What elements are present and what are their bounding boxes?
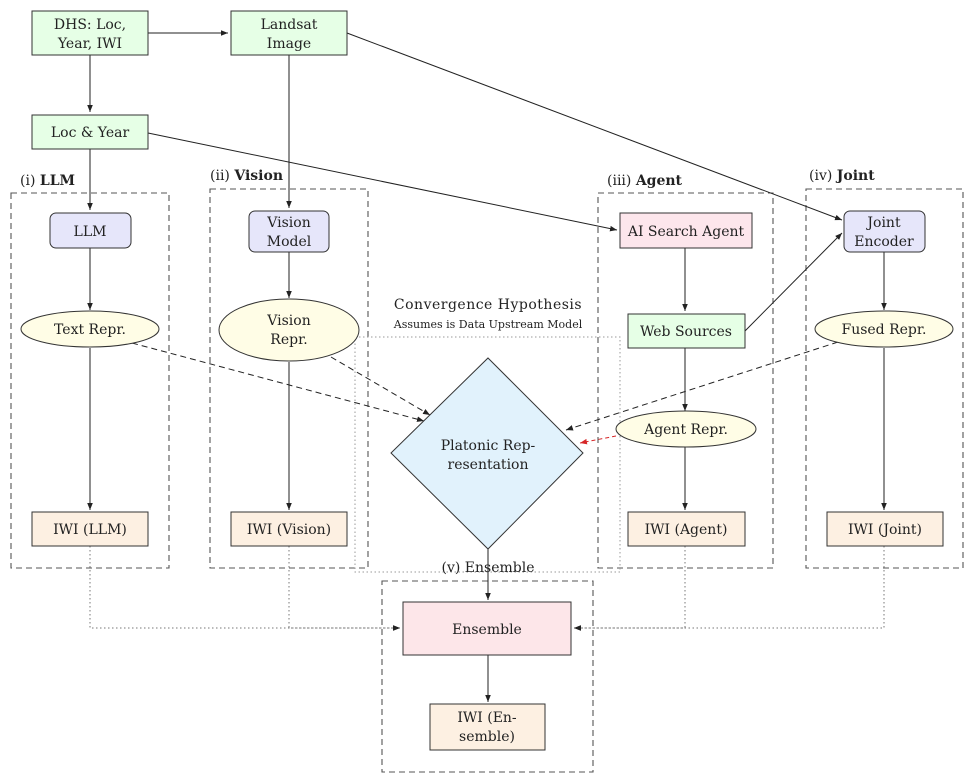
edge-landsat-joint [346, 32, 843, 221]
node-platonic-representation: Platonic Rep-resentation [390, 357, 584, 550]
node-loc-year: Loc & Year [31, 114, 149, 150]
group-agent-title: (iii) Agent [607, 173, 683, 189]
svg-text:IWI (LLM): IWI (LLM) [53, 522, 127, 538]
edge-iwillm-ensemble [89, 546, 400, 631]
group-ensemble-title: (v) Ensemble [441, 560, 534, 576]
edge-vrepr-platonic [330, 356, 431, 416]
svg-text:Agent Repr.: Agent Repr. [643, 422, 728, 438]
svg-text:Loc & Year: Loc & Year [51, 125, 130, 141]
hypothesis-subtitle: Assumes is Data Upstream Model [393, 318, 583, 331]
group-llm-box [10, 192, 170, 569]
svg-text:Ensemble: Ensemble [452, 622, 522, 638]
node-iwi-llm: IWI (LLM) [31, 511, 149, 547]
edge-iwijoint-ensemble [574, 546, 885, 631]
node-iwi-vision: IWI (Vision) [230, 511, 348, 547]
group-agent-box [597, 192, 774, 569]
svg-text:DHS: Loc,Year, IWI: DHS: Loc,Year, IWI [54, 17, 126, 52]
edge-iwiagent-ensemble [574, 546, 686, 631]
svg-text:LLM: LLM [74, 224, 107, 240]
edge-iwivision-ensemble [288, 546, 400, 631]
edges [87, 30, 887, 702]
edge-text-platonic [131, 342, 425, 422]
node-iwi-ensemble: IWI (En-semble) [429, 703, 546, 751]
edge-fused-platonic [565, 341, 839, 431]
svg-text:IWI (Agent): IWI (Agent) [645, 522, 728, 538]
node-web-sources: Web Sources [627, 313, 746, 349]
group-joint-box [805, 188, 964, 569]
svg-text:IWI (En-semble): IWI (En-semble) [457, 710, 517, 745]
svg-text:AI Search Agent: AI Search Agent [627, 224, 745, 240]
node-agent-repr: Agent Repr. [615, 410, 757, 448]
node-text-repr: Text Repr. [20, 310, 160, 348]
hypothesis-title: Convergence Hypothesis [394, 297, 582, 313]
node-iwi-agent: IWI (Agent) [627, 511, 746, 547]
svg-text:IWI (Joint): IWI (Joint) [848, 522, 922, 538]
svg-text:Web Sources: Web Sources [640, 324, 732, 340]
group-llm-title: (i) LLM [20, 173, 75, 189]
node-ensemble: Ensemble [402, 601, 572, 656]
node-dhs: DHS: Loc,Year, IWI [31, 10, 149, 56]
node-fused-repr: Fused Repr. [814, 310, 954, 348]
svg-text:Text Repr.: Text Repr. [54, 322, 126, 338]
node-iwi-joint: IWI (Joint) [826, 511, 944, 547]
node-llm: LLM [49, 212, 132, 249]
svg-text:Platonic Rep-resentation: Platonic Rep-resentation [441, 438, 536, 473]
group-vision-title: (ii) Vision [210, 168, 283, 184]
edge-locyear-aisearch [147, 132, 618, 232]
svg-text:IWI (Vision): IWI (Vision) [247, 522, 331, 538]
edge-web-joint [744, 232, 843, 332]
group-joint-title: (iv) Joint [809, 168, 875, 184]
edge-agentrepr-platonic [579, 435, 617, 445]
node-ai-search-agent: AI Search Agent [619, 212, 753, 249]
group-vision-box [209, 188, 369, 569]
svg-text:Fused Repr.: Fused Repr. [841, 322, 926, 338]
